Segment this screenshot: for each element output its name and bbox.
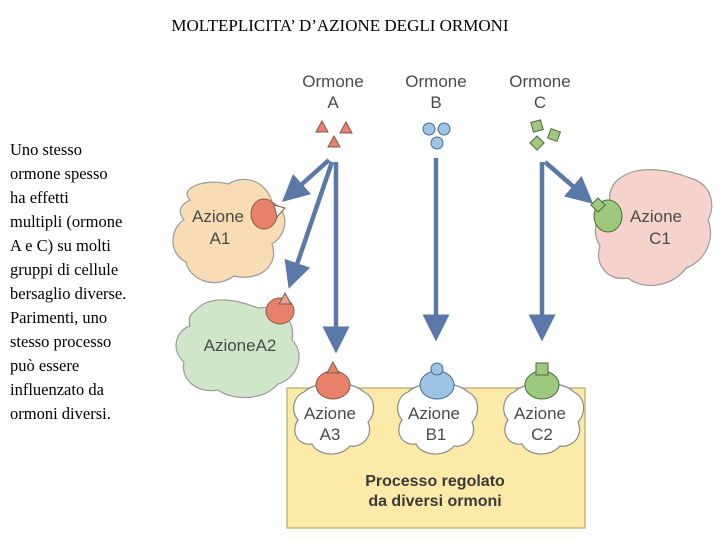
action-a3-code: A3	[320, 425, 341, 444]
cell-action-c1: Azione C1	[590, 169, 713, 286]
cell-action-b1: Azione B1	[397, 362, 479, 455]
description-line: bersaglio diverse.	[10, 284, 127, 303]
hormone-a-letter: A	[327, 93, 339, 112]
cell-action-a3: Azione A3	[293, 360, 375, 455]
description-line: ormoni diversi.	[10, 404, 111, 423]
hormone-b-letter: B	[430, 93, 441, 112]
description-text: Uno stesso ormone spesso ha effetti mult…	[10, 138, 160, 426]
action-a3-word: Azione	[304, 404, 356, 423]
hormone-b-word: Ormone	[405, 72, 466, 91]
action-b1-code: B1	[426, 425, 447, 444]
cell-action-a2: AzioneA2	[175, 291, 300, 399]
action-a1-word: Azione	[192, 207, 244, 226]
description-line: influenzato da	[10, 380, 104, 399]
description-line: gruppi di cellule	[10, 260, 119, 279]
description-line: stesso processo	[10, 332, 112, 351]
hormone-c-letter: C	[534, 93, 546, 112]
action-c1-word: Azione	[630, 207, 682, 226]
page-title: MOLTEPLICITA’ D’AZIONE DEGLI ORMONI	[171, 16, 509, 35]
hormone-b-molecules	[422, 122, 451, 150]
arrow-a-to-a2	[284, 161, 335, 289]
description-line: ormone spesso	[10, 164, 108, 183]
description-line: A e C) su molti	[10, 236, 111, 255]
arrow-c-to-c1	[543, 160, 594, 204]
hormone-a-molecules	[315, 119, 353, 148]
description-line: ha effetti	[10, 188, 69, 207]
arrow-a-to-a1	[281, 158, 331, 202]
description-line: può essere	[10, 356, 80, 375]
action-c1-code: C1	[649, 229, 671, 248]
action-a2-label: AzioneA2	[204, 336, 277, 355]
hormone-c-word: Ormone	[509, 72, 570, 91]
hormone-a-word: Ormone	[302, 72, 363, 91]
action-c2-word: Azione	[514, 404, 566, 423]
action-a1-code: A1	[210, 229, 231, 248]
hormone-c-molecules	[529, 119, 562, 151]
process-label-line1: Processo regolato	[365, 473, 505, 490]
cell-action-a1: Azione A1	[172, 178, 286, 284]
description-line: multipli (ormone	[10, 212, 123, 231]
description-line: Uno stesso	[10, 140, 82, 159]
action-b1-word: Azione	[408, 404, 460, 423]
action-c2-code: C2	[531, 425, 553, 444]
signal-arrows	[281, 158, 594, 354]
process-label-line2: da diversi ormoni	[368, 493, 501, 510]
description-line: Parimenti, uno	[10, 308, 108, 327]
cell-action-c2: Azione C2	[503, 362, 585, 455]
